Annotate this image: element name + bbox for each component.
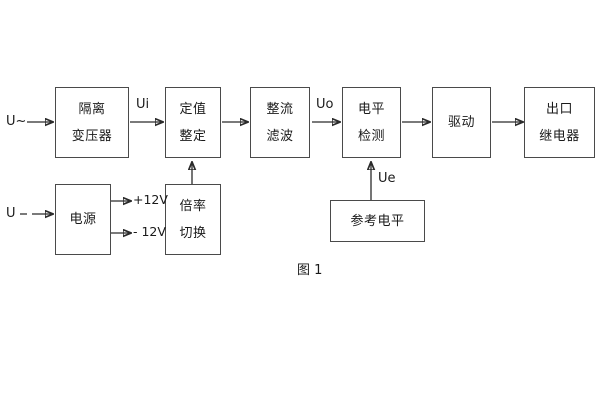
label-uo: Uo <box>316 97 334 112</box>
block-rectifier-filter-line-2: 滤波 <box>266 128 294 144</box>
label-ue: Ue <box>378 171 396 186</box>
block-drive[interactable]: 驱动 <box>432 87 491 158</box>
block-reference-level[interactable]: 参考电平 <box>330 200 425 242</box>
label-ui: Ui <box>136 97 150 112</box>
label-minus-12v: - 12V <box>133 224 166 239</box>
block-isolation-transformer-line-1: 隔离 <box>78 101 106 117</box>
block-multiplier-switch-line-1: 倍率 <box>179 198 207 214</box>
block-multiplier-switch[interactable]: 倍率 切换 <box>165 184 221 255</box>
block-setting-value-line-2: 整定 <box>179 128 207 144</box>
block-output-relay[interactable]: 出口 继电器 <box>524 87 595 158</box>
block-level-detection-line-2: 检测 <box>357 128 385 144</box>
block-setting-value[interactable]: 定值 整定 <box>165 87 221 158</box>
block-reference-level-line-1: 参考电平 <box>350 213 405 229</box>
block-level-detection[interactable]: 电平 检测 <box>342 87 401 158</box>
block-isolation-transformer-line-2: 变压器 <box>71 128 113 144</box>
block-setting-value-line-1: 定值 <box>179 101 207 117</box>
label-plus-12v: +12V <box>133 192 168 207</box>
block-drive-line-1: 驱动 <box>447 115 475 130</box>
block-level-detection-line-1: 电平 <box>357 101 385 117</box>
figure-caption: 图 1 <box>297 263 323 278</box>
block-rectifier-filter-line-1: 整流 <box>266 101 294 117</box>
block-power-supply-line-1: 电源 <box>69 212 97 227</box>
label-input-ac: U~ <box>6 114 27 129</box>
block-output-relay-line-2: 继电器 <box>539 128 580 144</box>
block-output-relay-line-1: 出口 <box>545 101 573 117</box>
label-input-dc: U <box>6 206 16 221</box>
block-isolation-transformer[interactable]: 隔离 变压器 <box>55 87 129 158</box>
block-multiplier-switch-line-2: 切换 <box>179 225 207 241</box>
block-rectifier-filter[interactable]: 整流 滤波 <box>250 87 310 158</box>
block-power-supply[interactable]: 电源 <box>55 184 111 255</box>
